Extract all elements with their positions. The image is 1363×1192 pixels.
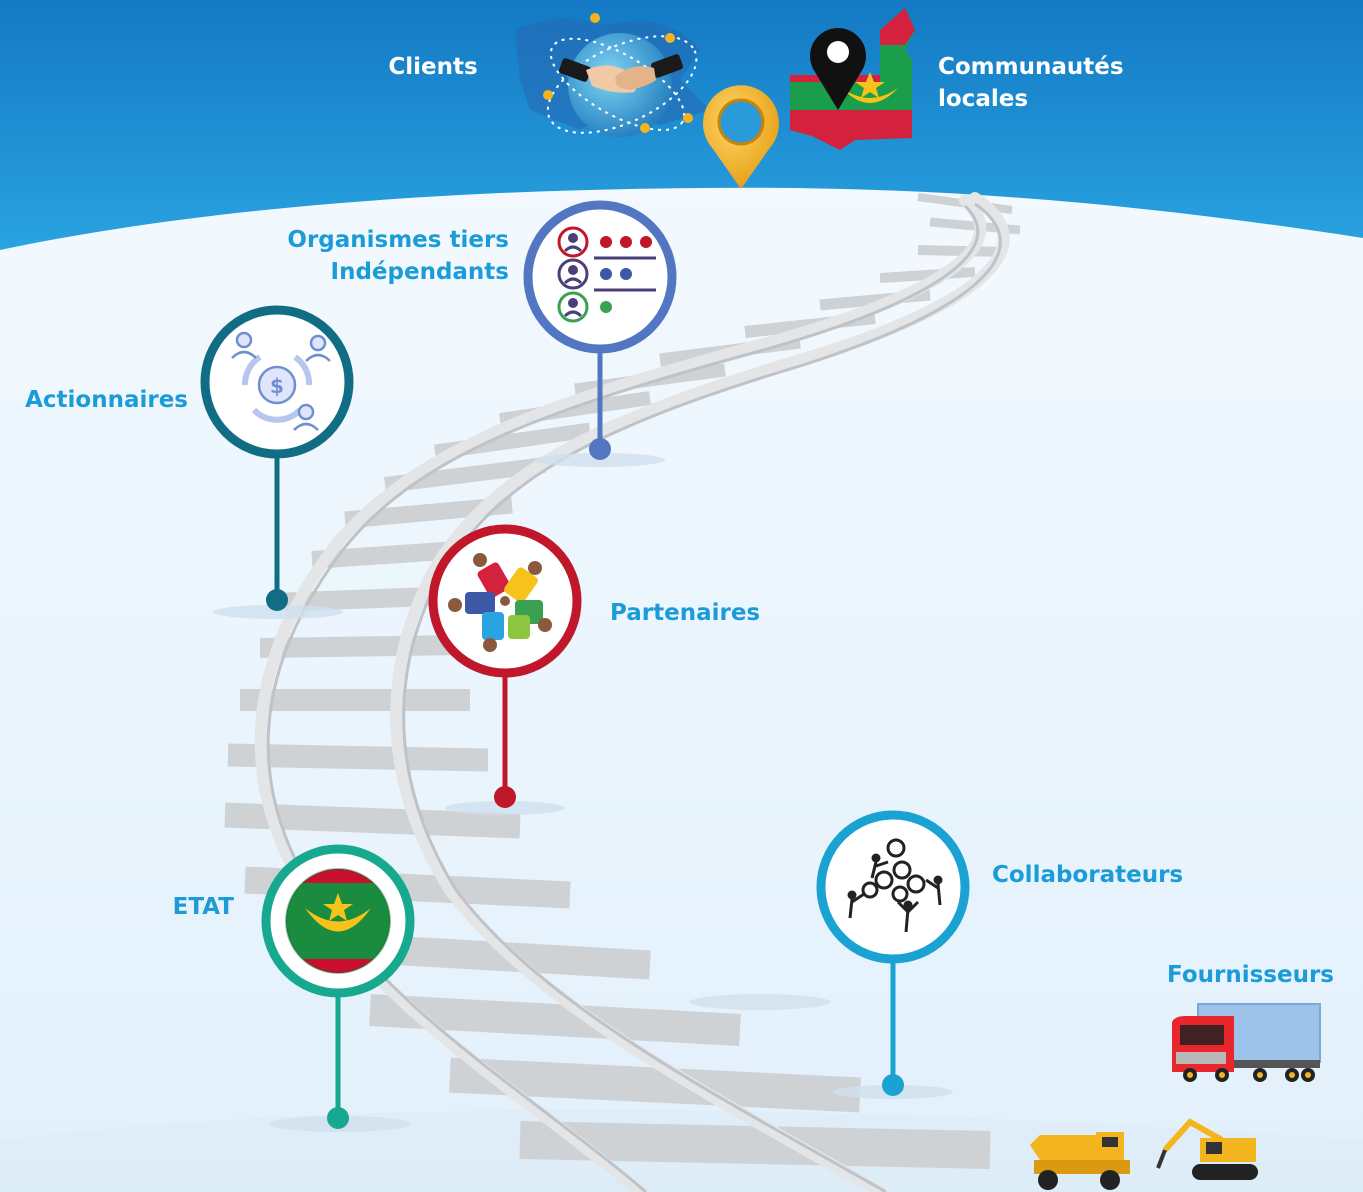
people-gears-icon [847,838,943,933]
trucks-machinery-icon [1030,1003,1321,1190]
collaborateurs-label: Collaborateurs [992,862,1183,888]
team-puzzle-icon [448,553,552,652]
dump-truck-icon [1030,1132,1130,1190]
clients-icon [515,13,710,137]
excavator-icon [1156,1118,1258,1180]
actionnaires-marker: $ [200,305,354,611]
clients-label: Clients [388,54,477,80]
actionnaires-label: Actionnaires [25,387,188,413]
communautes-label-line2: locales [938,86,1028,112]
svg-text:$: $ [270,374,284,398]
collaborateurs-marker [816,810,970,1096]
etat-label: ETAT [173,894,235,920]
communautes-icon [790,8,915,150]
etat-marker [261,844,415,1129]
mauritania-flag-icon [285,868,391,974]
shareholders-money-icon: $ [231,331,331,431]
rail-left [254,194,987,1192]
communautes-label-line1: Communautés [938,54,1124,80]
organismes-label-line2: Indépendants [331,259,509,285]
partenaires-label: Partenaires [610,600,760,626]
top-banner [0,0,1363,250]
partenaires-marker [428,524,582,808]
organismes-marker [523,200,677,460]
organismes-label-line1: Organismes tiers [287,227,509,253]
fournisseurs-label: Fournisseurs [1167,962,1334,988]
people-list-icon [557,226,656,323]
rail-right [390,192,1010,1192]
truck-icon [1172,1003,1321,1082]
location-pin-icon [703,85,779,189]
